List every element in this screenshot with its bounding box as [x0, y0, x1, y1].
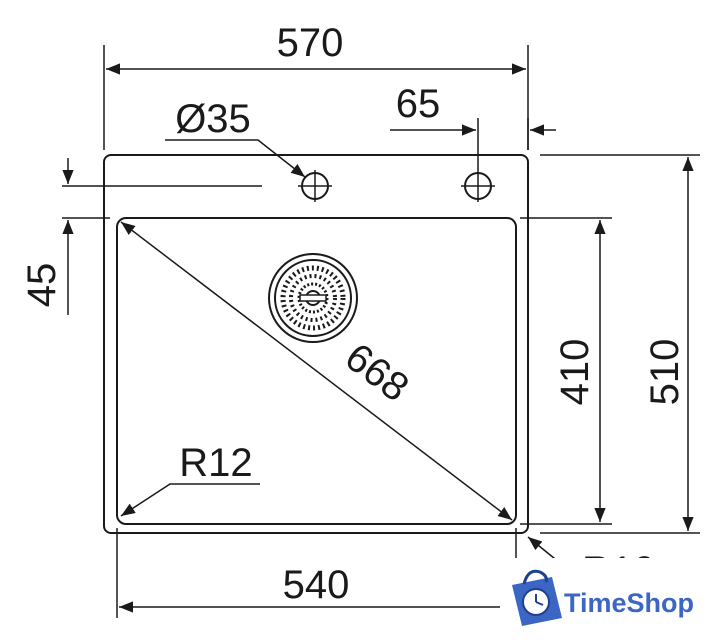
dim-label-570: 570 — [277, 21, 344, 65]
timeshop-logo: TimeShop — [500, 558, 719, 640]
dim-label-r12: R12 — [179, 441, 252, 485]
dimension-bowl-height: 410 — [520, 217, 612, 525]
dimension-hole-diameter: Ø35 — [165, 97, 306, 178]
drain-strainer — [268, 253, 358, 343]
dim-label-65: 65 — [396, 82, 441, 126]
dimension-overall-width: 570 — [103, 21, 529, 150]
dim-label-45: 45 — [20, 263, 64, 308]
dim-label-668: 668 — [337, 335, 417, 410]
bowl-outline — [116, 217, 517, 525]
dimension-inner-radius: R12 — [120, 441, 260, 517]
dimension-deck-offset: 45 — [20, 158, 262, 315]
dimension-hole-spacing: 65 — [390, 82, 556, 150]
dim-label-540: 540 — [283, 563, 350, 607]
logo-text: TimeShop — [564, 588, 694, 618]
dimension-overall-height: 510 — [540, 154, 700, 534]
dimension-bowl-width: 540 — [116, 528, 517, 618]
faucet-hole-right — [461, 118, 495, 202]
dim-label-510: 510 — [643, 339, 687, 406]
dim-label-d35: Ø35 — [175, 97, 251, 141]
faucet-hole-left — [298, 170, 332, 202]
dim-label-410: 410 — [553, 339, 597, 406]
sink-outer-outline — [103, 154, 529, 534]
